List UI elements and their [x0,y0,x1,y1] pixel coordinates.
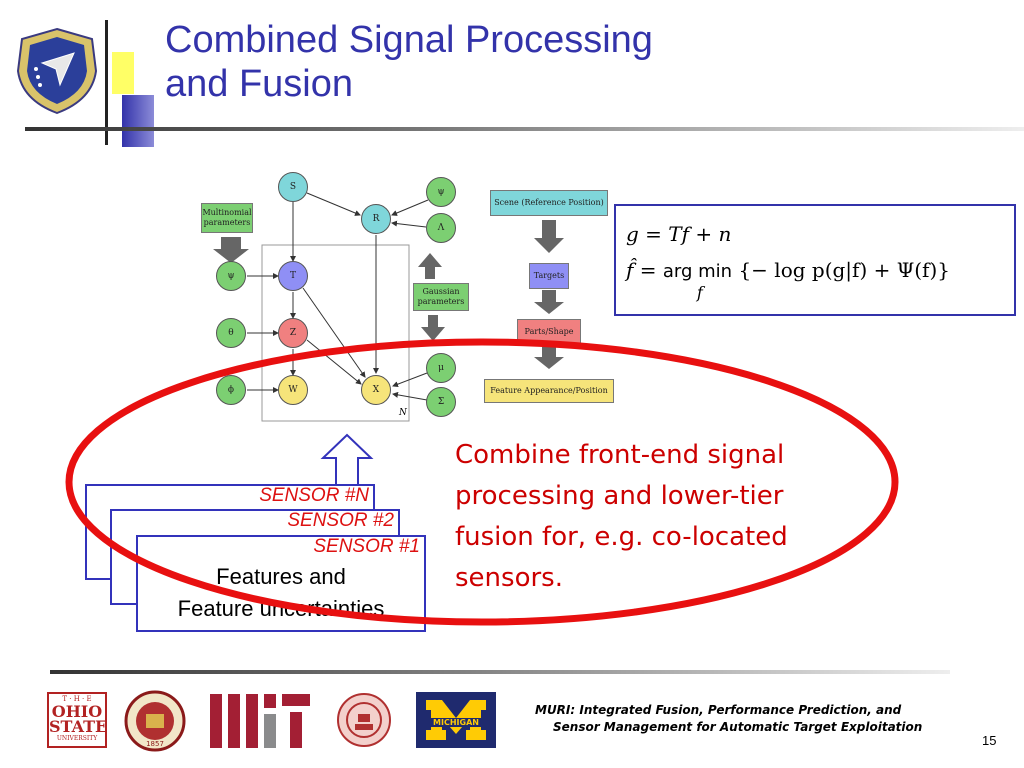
features-line2: Feature uncertainties [177,596,385,621]
equation-line1: g = Tf + n [626,222,732,246]
node-t: T [278,261,308,291]
multinomial-parameters-box: Multinomial parameters [201,203,253,233]
gaussian-parameters-box: Gaussian parameters [413,283,469,311]
florida-state-seal-icon: 1857 [124,690,186,752]
flow-arrows [534,220,564,369]
feature-appearance-box: Feature Appearance/Position [484,379,614,403]
ohio-state-the: T · H · E [62,695,92,703]
ohio-state-logo: T · H · E OHIO STATE UNIVERSITY [47,692,107,748]
equation-argmin-sub: f [696,283,703,302]
equation-lhs: f̂ = [626,258,663,282]
equation-rhs: {− log p(g|f) + Ψ(f)} [738,258,950,282]
parts-shape-box: Parts/Shape [517,319,581,345]
node-z: Z [278,318,308,348]
equation-argmin: arg min f [662,261,733,302]
sensor-1-label: SENSOR #1 [313,536,420,557]
node-sigma: Σ [426,387,456,417]
slide-title: Combined Signal Processing and Fusion [165,18,653,106]
node-psi-left: ψ [216,261,246,291]
node-phi: ϕ [216,375,246,405]
node-psi-top: ψ [426,177,456,207]
combine-description: Combine front-end signal processing and … [455,440,788,593]
graphical-model: S R ψ Λ Multinomial parameters ψ T Gauss… [195,165,475,430]
muri-project-title: MURI: Integrated Fusion, Performance Pre… [535,703,923,734]
equation-line2: f̂ = arg min f {− log p(g|f) + Ψ(f)} [626,258,950,302]
features-text: Features and Feature uncertainties [138,561,424,625]
features-line1: Features and [216,564,346,589]
air-force-research-laboratory-seal-icon [16,27,98,115]
footer-rule [50,670,950,674]
michigan-logo: MICHIGAN [416,692,496,748]
slide-title-line2: and Fusion [165,63,354,105]
ohio-state-univ: UNIVERSITY [56,735,98,742]
plate-label: N [399,408,407,418]
header-decoration [0,0,1024,160]
processing-flow: Scene (Reference Position) Targets Parts… [482,185,622,410]
node-lambda: Λ [426,213,456,243]
targets-box: Targets [529,263,569,289]
ohio-state-state: STATE [49,717,108,736]
mit-logo-icon [210,694,310,748]
equation-argmin-op: arg min [662,261,733,282]
node-s: S [278,172,308,202]
scene-box: Scene (Reference Position) [490,190,608,216]
slide-title-line1: Combined Signal Processing [165,19,653,61]
ohio-state-ohio: OHIO [51,702,103,721]
sensor-2-label: SENSOR #2 [287,510,394,531]
node-mu: μ [426,353,456,383]
sensor-n-label: SENSOR #N [259,485,369,506]
node-r: R [361,204,391,234]
node-w: W [278,375,308,405]
node-x: X [361,375,391,405]
node-theta: θ [216,318,246,348]
fsu-seal-year: 1857 [146,740,164,748]
equation-box: g = Tf + n f̂ = arg min f {− log p(g|f) … [614,204,1016,316]
page-number: 15 [982,733,997,748]
michigan-wordmark: MICHIGAN [428,718,484,727]
university-seal-icon [337,693,391,747]
sensor-1-card: SENSOR #1 Features and Feature uncertain… [136,535,426,632]
